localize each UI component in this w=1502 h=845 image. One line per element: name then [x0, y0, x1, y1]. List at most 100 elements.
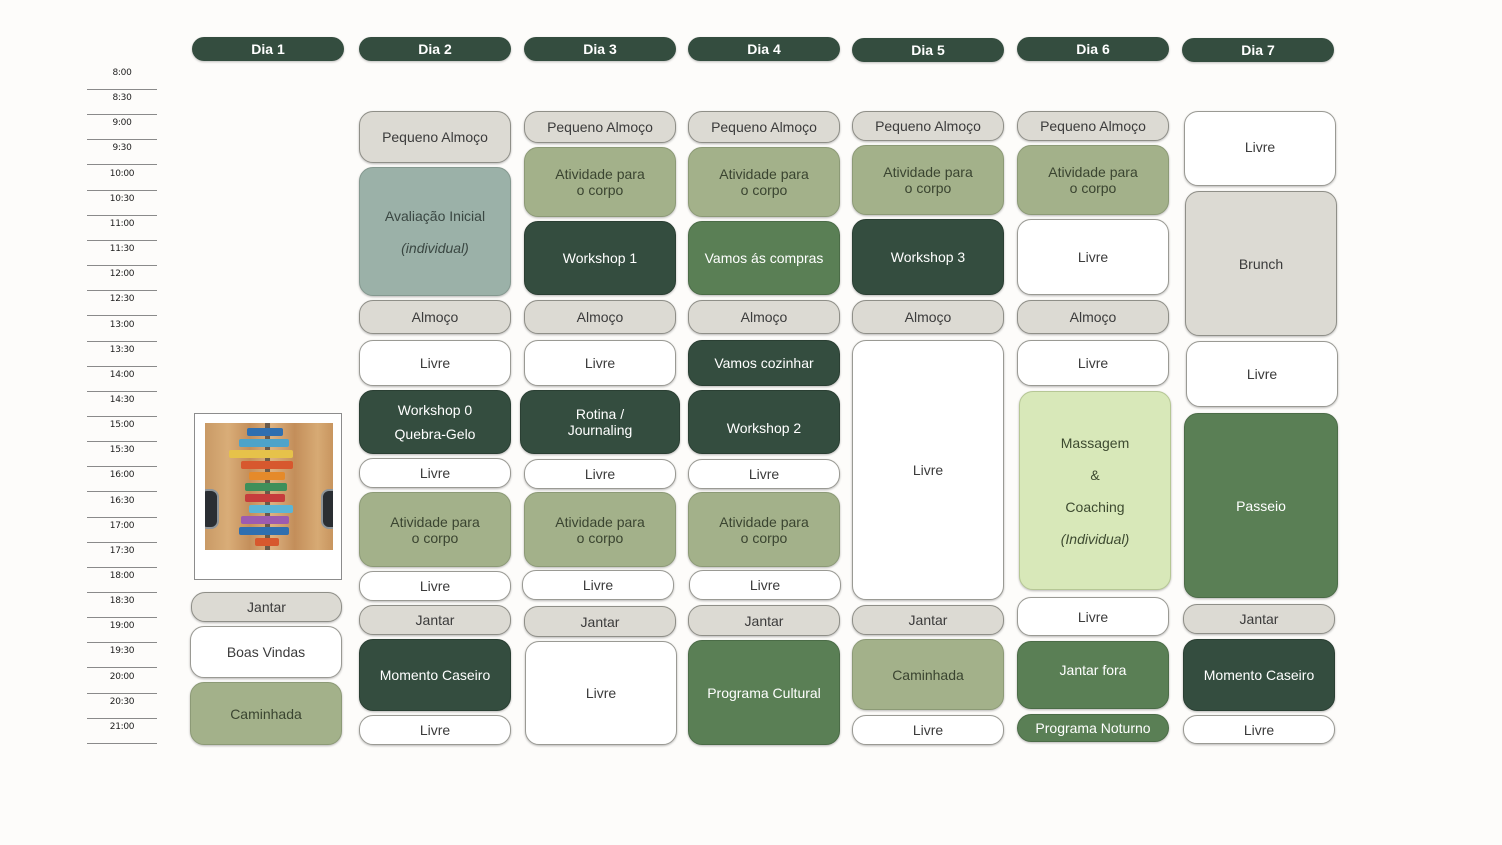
- day5-livre-1[interactable]: Livre: [852, 340, 1004, 600]
- time-label: 12:30: [87, 291, 157, 317]
- day3-atividade-corpo-2[interactable]: Atividade para o corpo: [524, 492, 676, 567]
- day6-massagem-coaching[interactable]: Massagem & Coaching (Individual): [1019, 391, 1171, 590]
- day3-workshop-1[interactable]: Workshop 1: [524, 221, 676, 295]
- day2-livre-4[interactable]: Livre: [359, 715, 511, 745]
- time-label: 18:00: [87, 568, 157, 593]
- day-header-6: Dia 6: [1017, 37, 1169, 61]
- time-label: 14:30: [87, 392, 157, 417]
- day7-passeio[interactable]: Passeio: [1184, 413, 1338, 598]
- day5-workshop-3[interactable]: Workshop 3: [852, 219, 1004, 295]
- day3-almoco[interactable]: Almoço: [524, 300, 676, 334]
- day6-almoco[interactable]: Almoço: [1017, 300, 1169, 334]
- day3-livre-2[interactable]: Livre: [524, 459, 676, 489]
- day6-atividade-corpo[interactable]: Atividade para o corpo: [1017, 145, 1169, 215]
- block-label: Jantar: [247, 599, 286, 615]
- block-label: Livre: [419, 578, 451, 594]
- day6-livre-2[interactable]: Livre: [1017, 340, 1169, 386]
- day7-momento-caseiro[interactable]: Momento Caseiro: [1183, 639, 1335, 711]
- day5-almoco[interactable]: Almoço: [852, 300, 1004, 334]
- time-label: 8:00: [87, 65, 157, 90]
- day7-jantar[interactable]: Jantar: [1183, 604, 1335, 634]
- day6-livre-3[interactable]: Livre: [1017, 597, 1169, 636]
- day2-livre-1[interactable]: Livre: [359, 340, 511, 386]
- day4-livre-1[interactable]: Livre: [688, 459, 840, 489]
- day3-rotina-journaling[interactable]: Rotina / Journaling: [520, 390, 680, 454]
- day7-brunch[interactable]: Brunch: [1185, 191, 1337, 336]
- day4-vamos-cozinhar[interactable]: Vamos cozinhar: [688, 340, 840, 386]
- day1-caminhada[interactable]: Caminhada: [190, 682, 342, 745]
- time-label: 11:00: [87, 216, 157, 241]
- day4-jantar[interactable]: Jantar: [688, 605, 840, 636]
- day-header-2: Dia 2: [359, 37, 511, 61]
- time-label: 14:00: [87, 367, 157, 392]
- day3-atividade-corpo-1[interactable]: Atividade para o corpo: [524, 147, 676, 217]
- day5-jantar[interactable]: Jantar: [852, 605, 1004, 635]
- day5-pequeno-almoco[interactable]: Pequeno Almoço: [852, 111, 1004, 141]
- day-header-7: Dia 7: [1182, 38, 1334, 62]
- block-label: Avaliação Inicial: [384, 207, 486, 224]
- block-label: Workshop 0: [397, 402, 473, 418]
- day2-workshop-0[interactable]: Workshop 0 Quebra-Gelo: [359, 390, 511, 454]
- block-label: Passeio: [1236, 497, 1286, 514]
- time-label: 15:00: [87, 417, 157, 443]
- block-label: Vamos cozinhar: [714, 355, 814, 371]
- day4-vamos-as-compras[interactable]: Vamos ás compras: [688, 221, 840, 295]
- block-label: Pequeno Almoço: [711, 119, 817, 135]
- time-label: 16:30: [87, 493, 157, 518]
- day3-livre-4[interactable]: Livre: [525, 641, 677, 745]
- block-label: Jantar: [580, 613, 620, 630]
- block-label: Momento Caseiro: [1203, 667, 1315, 683]
- block-label: Jantar: [744, 612, 784, 629]
- day2-momento-caseiro[interactable]: Momento Caseiro: [359, 639, 511, 711]
- block-label: Livre: [419, 465, 451, 481]
- day3-livre-1[interactable]: Livre: [524, 340, 676, 386]
- day6-programa-noturno[interactable]: Programa Noturno: [1017, 714, 1169, 742]
- block-label: Atividade para o corpo: [390, 513, 480, 546]
- day6-jantar-fora[interactable]: Jantar fora: [1017, 641, 1169, 709]
- block-label: Livre: [585, 685, 617, 701]
- block-label: Momento Caseiro: [379, 667, 491, 683]
- day7-livre-2[interactable]: Livre: [1186, 341, 1338, 407]
- day2-livre-2[interactable]: Livre: [359, 458, 511, 488]
- day4-atividade-corpo-1[interactable]: Atividade para o corpo: [688, 147, 840, 217]
- day5-atividade-corpo[interactable]: Atividade para o corpo: [852, 145, 1004, 215]
- day1-boas-vindas[interactable]: Boas Vindas: [190, 626, 342, 678]
- day4-programa-cultural[interactable]: Programa Cultural: [688, 640, 840, 745]
- day2-livre-3[interactable]: Livre: [359, 571, 511, 601]
- day5-caminhada[interactable]: Caminhada: [852, 639, 1004, 710]
- block-label: Livre: [1246, 366, 1278, 382]
- day1-jantar[interactable]: Jantar: [191, 592, 342, 622]
- day2-almoco[interactable]: Almoço: [359, 300, 511, 334]
- day3-pequeno-almoco[interactable]: Pequeno Almoço: [524, 111, 676, 143]
- day3-jantar[interactable]: Jantar: [524, 606, 676, 637]
- day4-workshop-2[interactable]: Workshop 2: [688, 390, 840, 454]
- day6-livre-1[interactable]: Livre: [1017, 219, 1169, 295]
- block-label: Workshop 2: [726, 420, 802, 436]
- block-label: Rotina / Journaling: [567, 406, 633, 438]
- block-note: (Individual): [1060, 530, 1130, 547]
- day4-livre-2[interactable]: Livre: [689, 570, 841, 600]
- day2-pequeno-almoco[interactable]: Pequeno Almoço: [359, 111, 511, 163]
- day2-avaliacao-inicial[interactable]: Avaliação Inicial (individual): [359, 167, 511, 296]
- welcome-photo-frame: [194, 413, 342, 580]
- day4-pequeno-almoco[interactable]: Pequeno Almoço: [688, 111, 840, 143]
- block-label: Caminhada: [892, 666, 964, 683]
- day-header-4: Dia 4: [688, 37, 840, 61]
- day3-livre-3[interactable]: Livre: [522, 570, 674, 600]
- block-label: Jantar: [908, 612, 948, 628]
- day7-livre-3[interactable]: Livre: [1183, 715, 1335, 744]
- block-label: Atividade para o corpo: [719, 166, 809, 198]
- block-label: Livre: [582, 577, 614, 593]
- block-label: Livre: [1244, 138, 1276, 155]
- block-label: Workshop 3: [890, 249, 966, 265]
- day2-atividade-corpo[interactable]: Atividade para o corpo: [359, 492, 511, 567]
- day6-pequeno-almoco[interactable]: Pequeno Almoço: [1017, 111, 1169, 141]
- day2-jantar[interactable]: Jantar: [359, 605, 511, 635]
- day-header-5: Dia 5: [852, 38, 1004, 62]
- block-sublabel: Coaching: [1065, 498, 1125, 515]
- block-label: Jantar: [1239, 611, 1279, 627]
- day4-almoco[interactable]: Almoço: [688, 300, 840, 334]
- day7-livre-1[interactable]: Livre: [1184, 111, 1336, 186]
- day5-livre-2[interactable]: Livre: [852, 715, 1004, 745]
- day4-atividade-corpo-2[interactable]: Atividade para o corpo: [688, 492, 840, 567]
